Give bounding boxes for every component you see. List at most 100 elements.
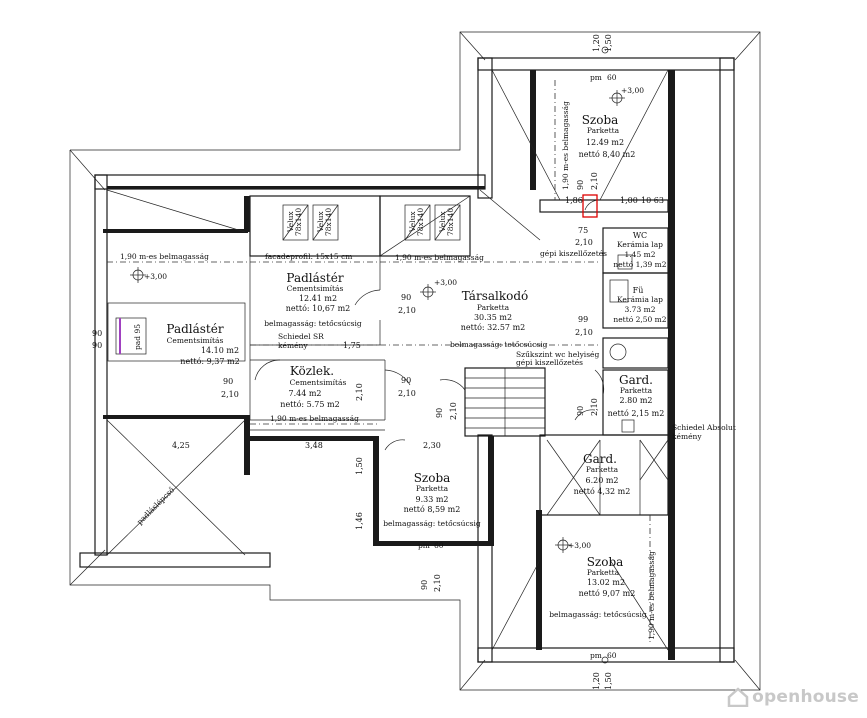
room-area: 12.49 m2 [586, 138, 624, 147]
svg-text:90: 90 [92, 329, 102, 338]
room-floor: Parketta [587, 568, 620, 577]
room-floor: Cementsimítás [290, 378, 347, 387]
annotations: 1,90 m-es belmagasság 1,90 m-es belmagas… [120, 86, 736, 640]
room-fz: Fü Kerámia lap 3.73 m2 nettó 2,50 m2 [613, 286, 666, 324]
svg-text:2,10: 2,10 [575, 238, 593, 247]
room-area: 2.80 m2 [619, 396, 652, 405]
svg-text:75: 75 [578, 226, 588, 235]
level-label: +3,00 [621, 86, 644, 95]
room-net: nettó 8,40 m2 [579, 150, 636, 159]
svg-text:60: 60 [434, 541, 444, 550]
height-label: 1,90 m-es belmagasság [395, 253, 484, 262]
svg-text:2,10: 2,10 [355, 383, 364, 401]
svg-text:1,46: 1,46 [355, 512, 364, 530]
room-wc: WC Kerámia lap 1.45 m2 nettó 1,39 m2 [613, 231, 666, 269]
height-label: 1,90 m-es belmagasság [561, 101, 570, 190]
svg-text:90: 90 [420, 580, 429, 590]
room-name: Gard. [583, 452, 617, 466]
height-lines [107, 80, 651, 645]
room-tarsalkodo: Társalkodó Parketta 30.35 m2 nettó: 32.5… [461, 289, 529, 332]
room-net: nettó 9,07 m2 [579, 589, 636, 598]
room-height: belmagasság: tetőcsúcsig [264, 319, 362, 328]
ventilation-label: gépi kiszellőzetés [516, 358, 583, 367]
svg-text:60: 60 [607, 651, 617, 660]
height-label: 1,90 m-es belmagasság [270, 414, 359, 423]
svg-text:2,10: 2,10 [449, 402, 458, 420]
svg-text:3,48: 3,48 [305, 441, 323, 450]
attic-stair-label: padláslépcső [135, 485, 176, 526]
svg-text:2,10: 2,10 [398, 389, 416, 398]
room-area: 7.44 m2 [288, 389, 321, 398]
svg-text:90: 90 [435, 408, 444, 418]
room-floor: Kerámia lap [617, 295, 663, 304]
roof-outline [69, 31, 761, 691]
height-label: 1,90 m-es belmagasság [120, 252, 209, 261]
dimensions: 1,20 1,50 1,20 1,50 pm 60 pm 60 pm 60 90… [92, 34, 664, 690]
room-area: 12.41 m2 [299, 294, 337, 303]
room-area: 1.45 m2 [625, 250, 656, 259]
svg-text:90: 90 [576, 180, 585, 190]
svg-text:2,10: 2,10 [575, 328, 593, 337]
room-padlaster-left: Padlástér Cementsimítás 14.10 m2 nettó: … [166, 322, 239, 366]
room-szoba-top: Szoba Parketta 12.49 m2 nettó 8,40 m2 [579, 113, 636, 159]
room-name: Padlástér [166, 322, 223, 336]
svg-text:90: 90 [223, 377, 233, 386]
room-net: nettó 2,15 m2 [608, 409, 665, 418]
roof-diagonals [106, 69, 669, 651]
fixtures [119, 194, 635, 433]
svg-text:2,10: 2,10 [590, 398, 599, 416]
exterior-walls [79, 57, 735, 663]
chimney-label-2: kémény [278, 341, 308, 350]
room-floor: Parketta [477, 303, 510, 312]
hatch-size: pad 95 [133, 324, 142, 350]
facade-label: facadeprofil: 15x15 cm [265, 252, 352, 261]
room-area: 13.02 m2 [587, 578, 625, 587]
room-name: Padlástér [286, 271, 343, 285]
room-name: Szoba [582, 113, 619, 127]
chimney-label-2: kémény [672, 432, 702, 441]
openhouse-logo: openhouse [727, 686, 859, 708]
svg-text:1,50: 1,50 [604, 672, 613, 690]
chimney-label: Schiedel SR [278, 332, 324, 341]
room-floor: Kerámia lap [617, 240, 663, 249]
room-net: nettó: 10,67 m2 [286, 304, 351, 313]
svg-text:1,86: 1,86 [565, 196, 583, 205]
svg-text:1,20: 1,20 [592, 672, 601, 690]
room-net: nettó: 32.57 m2 [461, 323, 526, 332]
chimney-label: Schiedel Absolut [672, 423, 736, 432]
svg-text:60: 60 [607, 73, 617, 82]
height-label: 1,90 m-es belmagasság [647, 551, 656, 640]
level-label: +3,00 [434, 278, 457, 287]
house-icon [727, 687, 749, 707]
velux-size: 78x140 [446, 208, 455, 236]
room-floor: Parketta [587, 126, 620, 135]
room-net: nettó 1,39 m2 [613, 260, 666, 269]
interior-walls [107, 195, 669, 516]
room-floor: Cementsimítás [167, 336, 224, 345]
svg-text:99: 99 [578, 315, 588, 324]
room-gard1: Gard. Parketta 2.80 m2 nettó 2,15 m2 [608, 373, 665, 418]
velux-label: Velux [408, 211, 417, 233]
velux-label: Velux [286, 211, 295, 233]
height-label: belmagasság: tetőcsúcsig [450, 340, 548, 349]
level-markers [130, 46, 625, 664]
svg-text:pm: pm [590, 73, 602, 82]
svg-text:90: 90 [92, 341, 102, 350]
room-name: Szoba [414, 471, 451, 485]
room-floor: Parketta [416, 484, 449, 493]
velux-size: 78x140 [324, 208, 333, 236]
room-name: Fü [633, 286, 644, 295]
room-gard2: Gard. Parketta 6.20 m2 nettó 4,32 m2 [574, 452, 631, 496]
svg-text:2,10: 2,10 [590, 172, 599, 190]
room-height: belmagasság: tetőcsúcsig [549, 610, 647, 619]
svg-text:2,10: 2,10 [221, 390, 239, 399]
room-height: belmagasság: tetőcsúcsig [383, 519, 481, 528]
svg-text:1,20: 1,20 [592, 34, 601, 52]
level-label: +3,00 [568, 541, 591, 550]
door-swings [254, 199, 605, 451]
ventilation-label: gépi kiszellőzetés [540, 249, 607, 258]
room-area: 6.20 m2 [585, 476, 618, 485]
velux-label: Velux [316, 211, 325, 233]
room-floor: Parketta [586, 465, 619, 474]
